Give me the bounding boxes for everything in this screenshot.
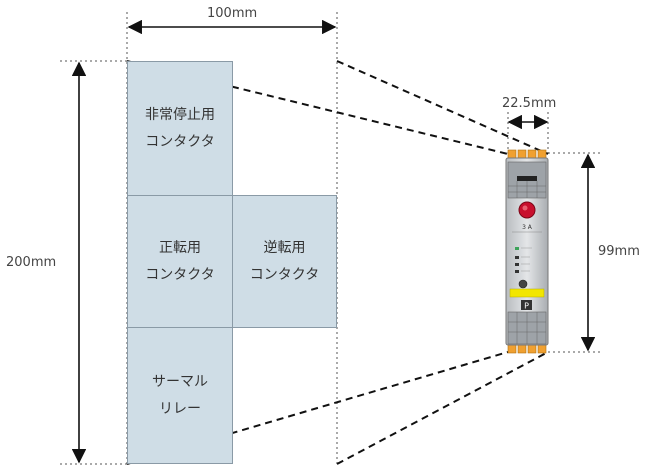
block-label-line2: コンタクタ — [145, 266, 215, 283]
block-emergency-stop-contactor: 非常停止用 コンタクタ — [127, 61, 233, 196]
brand-logo-icon — [521, 300, 532, 310]
block-label-line1: サーマル — [152, 373, 208, 390]
device-current-label: 3 A — [522, 224, 533, 231]
device-width-label: 22.5mm — [502, 96, 557, 111]
reset-button-icon — [518, 279, 528, 289]
yellow-label-icon — [509, 288, 545, 298]
device-body — [505, 157, 549, 346]
block-reverse-contactor: 逆転用 コンタクタ — [232, 195, 337, 328]
bottom-terminals-icon — [507, 343, 547, 354]
brand-logo-text: P — [524, 302, 529, 311]
block-label-line1: 非常停止用 — [145, 106, 215, 123]
block-label-line2: コンタクタ — [249, 266, 320, 283]
led-icon — [515, 263, 519, 266]
block-label-line2: リレー — [159, 400, 201, 417]
height-dimension-label: 200mm — [6, 255, 57, 270]
block-thermal-relay: サーマル リレー — [127, 327, 233, 464]
device-illustration: 3 A P — [505, 149, 549, 354]
device-height-label: 99mm — [598, 244, 640, 259]
led-icon — [515, 256, 519, 259]
block-label-line1: 逆転用 — [263, 239, 306, 256]
led-green-icon — [515, 247, 519, 250]
width-dimension-label: 100mm — [207, 6, 258, 21]
block-forward-contactor: 正転用 コンタクタ — [127, 195, 233, 328]
led-icon — [515, 270, 519, 273]
block-label-line1: 正転用 — [159, 239, 201, 256]
block-label-line2: コンタクタ — [145, 133, 215, 150]
red-knob-icon — [518, 201, 536, 219]
